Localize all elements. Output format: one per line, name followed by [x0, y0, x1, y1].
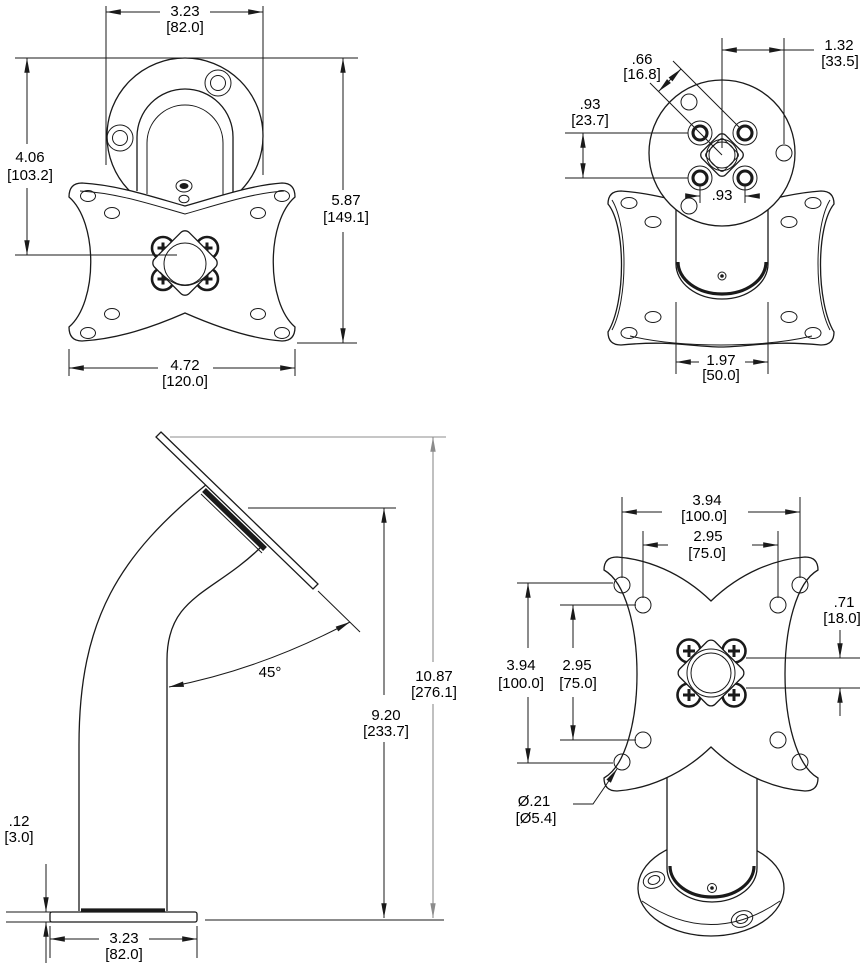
front-plate-fold-line [79, 190, 285, 215]
side-adapter-stack-line [200, 493, 263, 554]
dim-text-mm: [233.7] [363, 723, 409, 740]
dim-back-hole-dia: Ø.21 [Ø5.4] [516, 768, 618, 827]
top-view: .66 [16.8] 1.32 [33.5] .93 [23.7] .93 1.… [565, 37, 859, 384]
dim-text-mm: [103.2] [7, 167, 53, 184]
front-arch-bracket [136, 88, 234, 198]
dim-text-mm: [100.0] [498, 675, 544, 692]
dim-back-vesa100-v: 3.94 [100.0] [498, 582, 613, 764]
dim-text: .71 [834, 594, 855, 611]
dim-text: 3.23 [109, 930, 138, 947]
top-threaded-holes [687, 120, 758, 191]
dim-text: .93 [712, 187, 733, 204]
dim-text: 3.23 [170, 3, 199, 20]
dim-back-vesa75-v: 2.95 [75.0] [559, 604, 636, 741]
front-center-screw [175, 179, 193, 204]
dim-text-mm: [276.1] [411, 684, 457, 701]
dim-text: 3.94 [506, 657, 535, 674]
dim-side-base-thickness: .12 [3.0] [4, 813, 52, 963]
dim-text: 10.87 [415, 668, 453, 685]
dim-text: .66 [632, 51, 653, 68]
dim-side-total-height: 10.87 [276.1] [170, 436, 457, 918]
top-tube [675, 209, 769, 300]
dim-text-mm: [33.5] [821, 53, 859, 70]
dim-text-mm: [16.8] [623, 66, 661, 83]
dim-top-hole-offset: 1.32 [33.5] [721, 37, 859, 148]
dim-back-vesa100-h: 3.94 [100.0] [621, 492, 801, 578]
dim-side-plate-height: 9.20 [233.7] [248, 507, 409, 918]
dim-text: .12 [9, 813, 30, 830]
dim-side-base-width: 3.23 [82.0] [49, 926, 198, 963]
top-plate-thickness-lines [611, 199, 831, 346]
dim-top-hole-spacing-v: .93 [23.7] [565, 96, 688, 179]
dim-text: 2.95 [693, 528, 722, 545]
dim-top-tube-dia: 1.97 [50.0] [675, 302, 769, 384]
side-view: 45° 9.20 [233.7] 10.87 [276.1] .12 [3.0] [4, 431, 457, 963]
dim-text-mm: [3.0] [4, 829, 33, 846]
dim-back-pad-offset: .71 [18.0] [746, 594, 861, 716]
dim-top-pad-diagonal: .66 [16.8] [623, 51, 742, 156]
dim-front-bottom-width: 4.72 [120.0] [68, 349, 296, 390]
dim-text: 1.97 [706, 352, 735, 369]
dim-text-mm: [149.1] [323, 209, 369, 226]
front-center-assembly [150, 230, 220, 296]
side-base-flange [49, 911, 198, 923]
back-tube [666, 758, 758, 903]
dim-text: 5.87 [331, 192, 360, 209]
dim-back-vesa75-h: 2.95 [75.0] [642, 528, 779, 598]
side-vesa-plate-edge [155, 431, 319, 590]
front-base-bolt-holes [106, 69, 232, 152]
dim-front-right-height: 5.87 [149.1] [297, 58, 369, 344]
dim-text-mm: [18.0] [823, 610, 861, 627]
dim-front-top-width: 3.23 [82.0] [105, 3, 264, 175]
top-plate-holes [620, 197, 822, 339]
side-tube-right-edge [166, 545, 263, 911]
dim-text-mm: [75.0] [688, 545, 726, 562]
dim-text-mm: [82.0] [166, 19, 204, 36]
dim-top-hole-spacing-h: .93 [685, 186, 760, 204]
dim-text: 3.94 [692, 492, 721, 509]
dim-text: 9.20 [371, 707, 400, 724]
dim-front-left-height: 4.06 [103.2] [7, 58, 177, 256]
dim-text-mm: [23.7] [571, 112, 609, 129]
dim-text-mm: [Ø5.4] [516, 810, 557, 827]
side-adapter-stack [202, 488, 267, 551]
front-view: 3.23 [82.0] 4.06 [103.2] 5.87 [149.1] 4.… [7, 3, 369, 390]
dim-text: 4.72 [170, 357, 199, 374]
dim-text-mm: [100.0] [681, 508, 727, 525]
back-view: 3.94 [100.0] 2.95 [75.0] 3.94 [100.0] 2.… [498, 492, 861, 937]
dim-text: .93 [580, 96, 601, 113]
dim-text-mm: [50.0] [702, 367, 740, 384]
dim-text: 4.06 [15, 149, 44, 166]
dim-text-mm: [75.0] [559, 675, 597, 692]
dim-text: 45° [259, 664, 282, 681]
side-tube-left-edge [78, 483, 208, 911]
dim-text: 1.32 [824, 37, 853, 54]
back-center-assembly [676, 638, 747, 708]
back-flange-holes [642, 871, 754, 928]
dim-text: 2.95 [562, 657, 591, 674]
front-plate-holes [80, 190, 290, 339]
dim-side-angle: 45° [168, 590, 361, 688]
dim-text-mm: [82.0] [105, 946, 143, 963]
dim-text-mm: [120.0] [162, 373, 208, 390]
dim-text: Ø.21 [518, 793, 551, 810]
